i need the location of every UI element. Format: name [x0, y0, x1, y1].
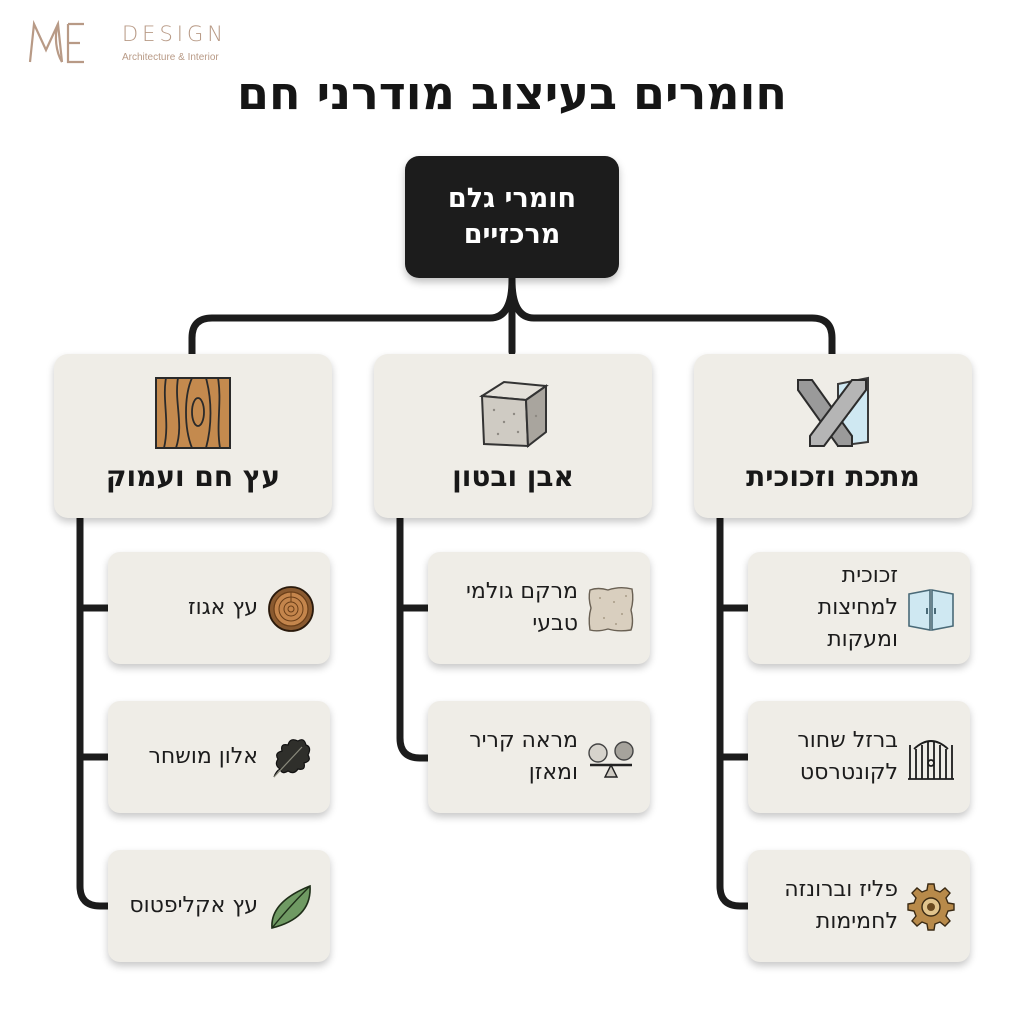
- brand-word: DESIGN: [122, 22, 227, 46]
- page-title: חומרים בעיצוב מודרני חם: [237, 66, 787, 120]
- item-cool-balanced: מראה קריר ומאזן: [428, 701, 650, 813]
- brass-gear-icon: [907, 883, 955, 931]
- item-glass-partitions: זכוכית למחיצות ומעקות: [748, 552, 970, 664]
- item-label: מראה קריר ומאזן: [469, 728, 578, 785]
- category-label: אבן ובטון: [452, 460, 574, 493]
- eucalyptus-leaf-icon: [271, 884, 311, 930]
- item-label: עץ אגוז: [187, 595, 258, 621]
- raw-texture-icon: [588, 587, 634, 632]
- item-black-iron: ברזל שחור לקונטרסט: [748, 701, 970, 813]
- stone-block-icon: [478, 380, 549, 448]
- brand-logo: DESIGN Architecture & Interior: [24, 16, 224, 72]
- root-label: חומרי גלם מרכזיים: [447, 182, 577, 250]
- item-dark-oak: אלון מושחר: [108, 701, 330, 813]
- category-label: עץ חם ועמוק: [105, 460, 281, 493]
- item-label: עץ אקליפטוס: [129, 893, 258, 919]
- metal-glass-icon: [797, 376, 869, 448]
- item-walnut: עץ אגוז: [108, 552, 330, 664]
- item-label: אלון מושחר: [148, 744, 258, 770]
- item-raw-texture: מרקם גולמי טבעי: [428, 552, 650, 664]
- item-label: מרקם גולמי טבעי: [466, 579, 578, 636]
- root-node: חומרי גלם מרכזיים: [405, 156, 619, 278]
- balance-icon: [588, 741, 634, 778]
- category-label: מתכת וזכוכית: [746, 460, 920, 493]
- wood-grain-icon: [155, 377, 231, 449]
- brand-tagline: Architecture & Interior: [122, 52, 219, 63]
- item-brass-bronze: פליז וברונזה לחמימות: [748, 850, 970, 962]
- item-label: ברזל שחור לקונטרסט: [797, 728, 898, 785]
- item-eucalyptus: עץ אקליפטוס: [108, 850, 330, 962]
- glass-door-icon: [908, 589, 954, 631]
- item-label: פליז וברונזה לחמימות: [784, 877, 898, 934]
- me-monogram-icon: [28, 19, 84, 64]
- walnut-log-icon: [268, 586, 314, 632]
- category-warm-wood: עץ חם ועמוק: [54, 354, 332, 518]
- category-metal-glass: מתכת וזכוכית: [694, 354, 972, 518]
- iron-gate-icon: [908, 740, 954, 780]
- item-label: זכוכית למחיצות ומעקות: [817, 563, 898, 652]
- oak-leaf-icon: [273, 739, 311, 778]
- category-stone-concrete: אבן ובטון: [374, 354, 652, 518]
